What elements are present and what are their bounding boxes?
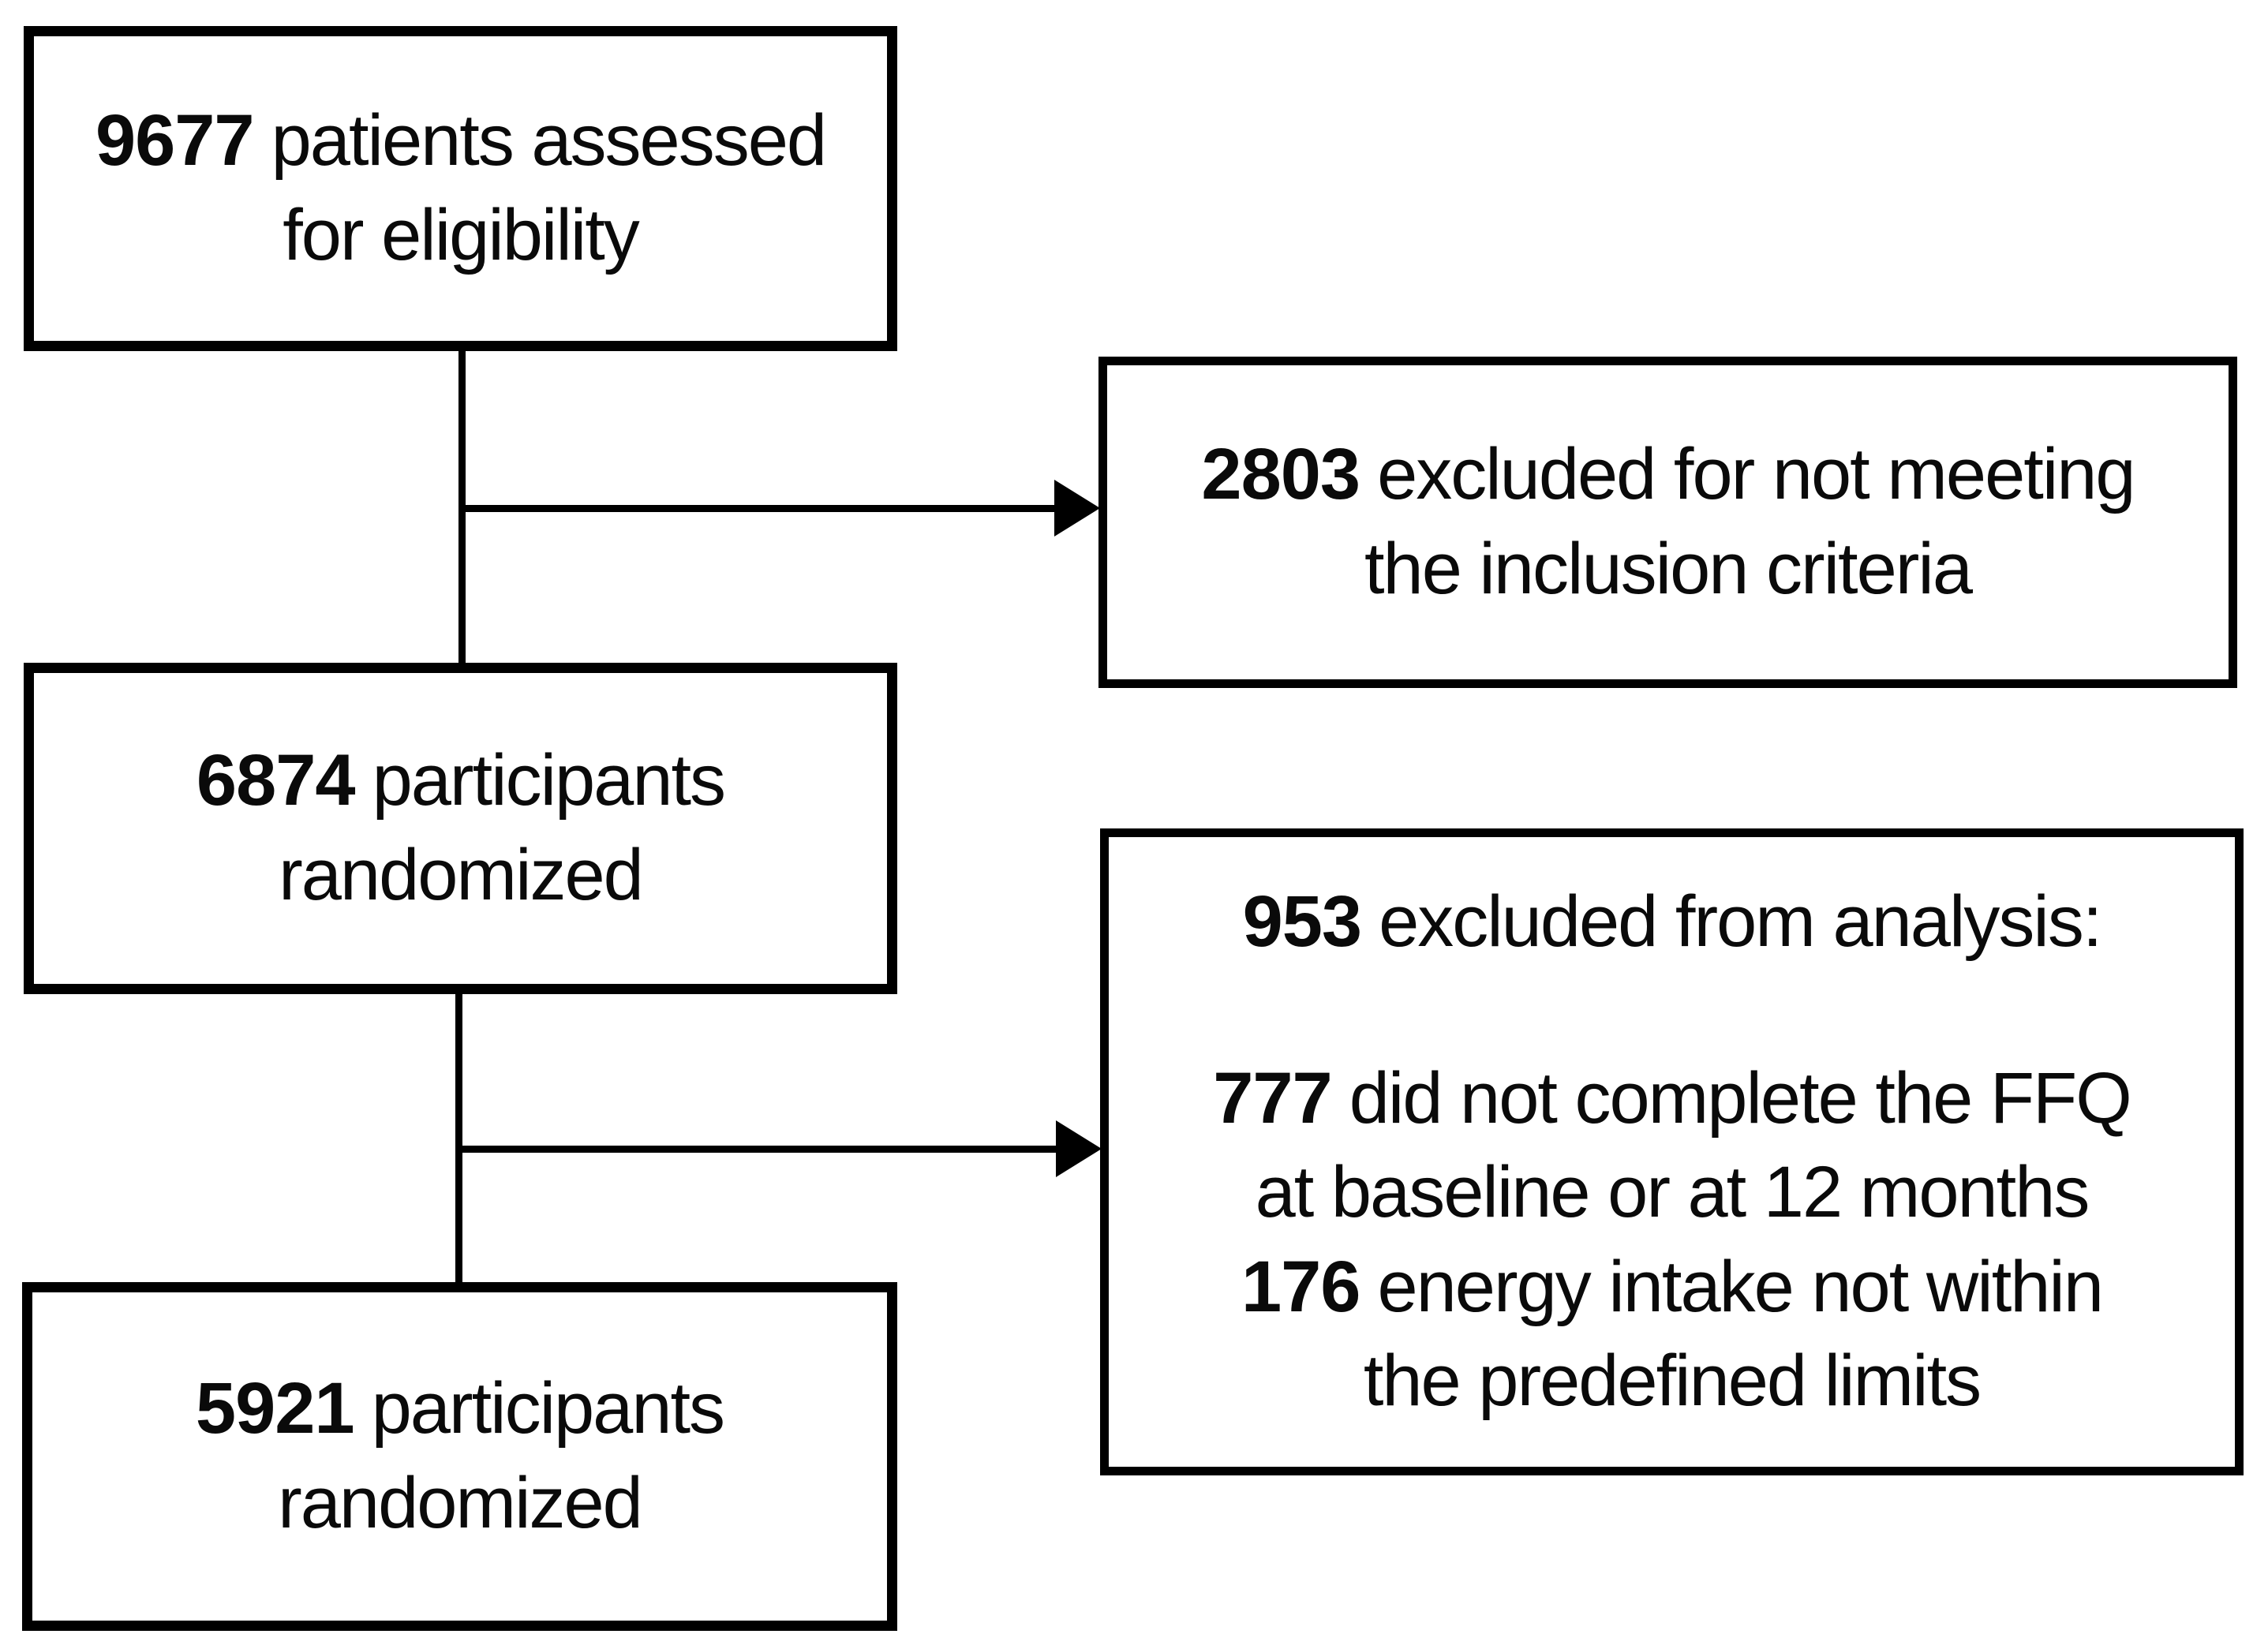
analyzed-count: 5921 bbox=[195, 1368, 355, 1449]
connector-vertical-bottom bbox=[455, 989, 462, 1286]
assessed-count: 9677 bbox=[95, 100, 255, 181]
excluded-analysis-count: 953 bbox=[1242, 881, 1362, 962]
arrowhead-right-icon bbox=[1054, 480, 1100, 537]
assessed-label: patients assessed for eligibility bbox=[271, 100, 827, 275]
randomized-count: 6874 bbox=[196, 740, 356, 821]
connector-branch-top bbox=[458, 505, 1054, 512]
arrowhead-right-icon bbox=[1056, 1120, 1102, 1177]
connector-branch-bottom bbox=[455, 1146, 1056, 1153]
reason-energy-label: energy intake not within the predefined … bbox=[1363, 1246, 2104, 1422]
reason-ffq-count: 777 bbox=[1213, 1057, 1332, 1139]
reason-ffq-label: did not complete the FFQ at baseline or … bbox=[1255, 1057, 2132, 1233]
randomized-label: participants randomized bbox=[279, 740, 726, 915]
excluded-screening-label: excluded for not meeting the inclusion c… bbox=[1364, 434, 2136, 609]
reason-energy-count: 176 bbox=[1241, 1246, 1360, 1327]
analyzed-label: participants randomized bbox=[278, 1368, 725, 1543]
excluded-screening-count: 2803 bbox=[1201, 434, 1360, 515]
excluded-analysis-label: excluded from analysis: bbox=[1379, 881, 2102, 962]
